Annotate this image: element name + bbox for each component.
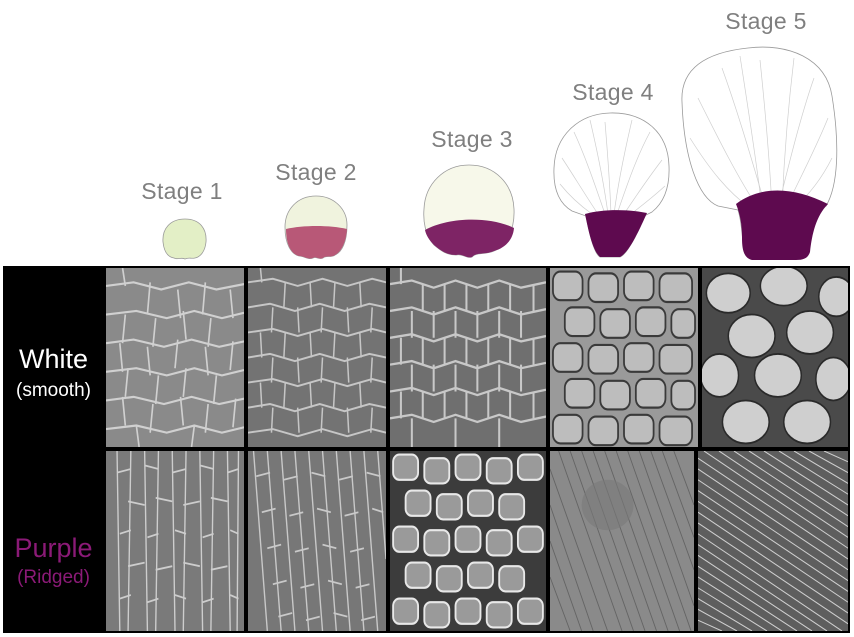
sem-purple-stage-1 [104, 449, 246, 633]
row-label-purple-subtitle: (Ridged) [17, 567, 90, 588]
sem-white-stage-1 [104, 266, 246, 449]
stage-5-petal [681, 46, 838, 260]
row-label-white-subtitle: (smooth) [16, 380, 91, 401]
sem-white-stage-4 [548, 266, 700, 449]
stage-2-petal [284, 195, 348, 259]
stage-3-label: Stage 3 [431, 126, 513, 152]
stage-3-petal [423, 164, 515, 258]
row-label-white-title: White [18, 344, 89, 374]
sem-white-stage-3 [388, 266, 548, 449]
row-label-white: White (smooth) [3, 266, 104, 449]
sem-purple-stage-5 [696, 449, 850, 633]
stage-4-petal [553, 112, 670, 258]
stage-1-petal [162, 218, 207, 260]
sem-white-stage-2 [246, 266, 388, 449]
sem-purple-stage-4 [548, 449, 696, 633]
row-label-purple: Purple (Ridged) [3, 449, 104, 633]
sem-white-stage-5 [700, 266, 850, 449]
stage-1-label: Stage 1 [141, 178, 223, 204]
sem-purple-stage-2 [246, 449, 388, 633]
sem-purple-stage-3 [388, 449, 548, 633]
row-label-purple-title: Purple [14, 533, 93, 563]
stage-2-label: Stage 2 [275, 159, 357, 185]
stage-4-label: Stage 4 [572, 79, 654, 105]
stage-5-label: Stage 5 [725, 8, 807, 34]
